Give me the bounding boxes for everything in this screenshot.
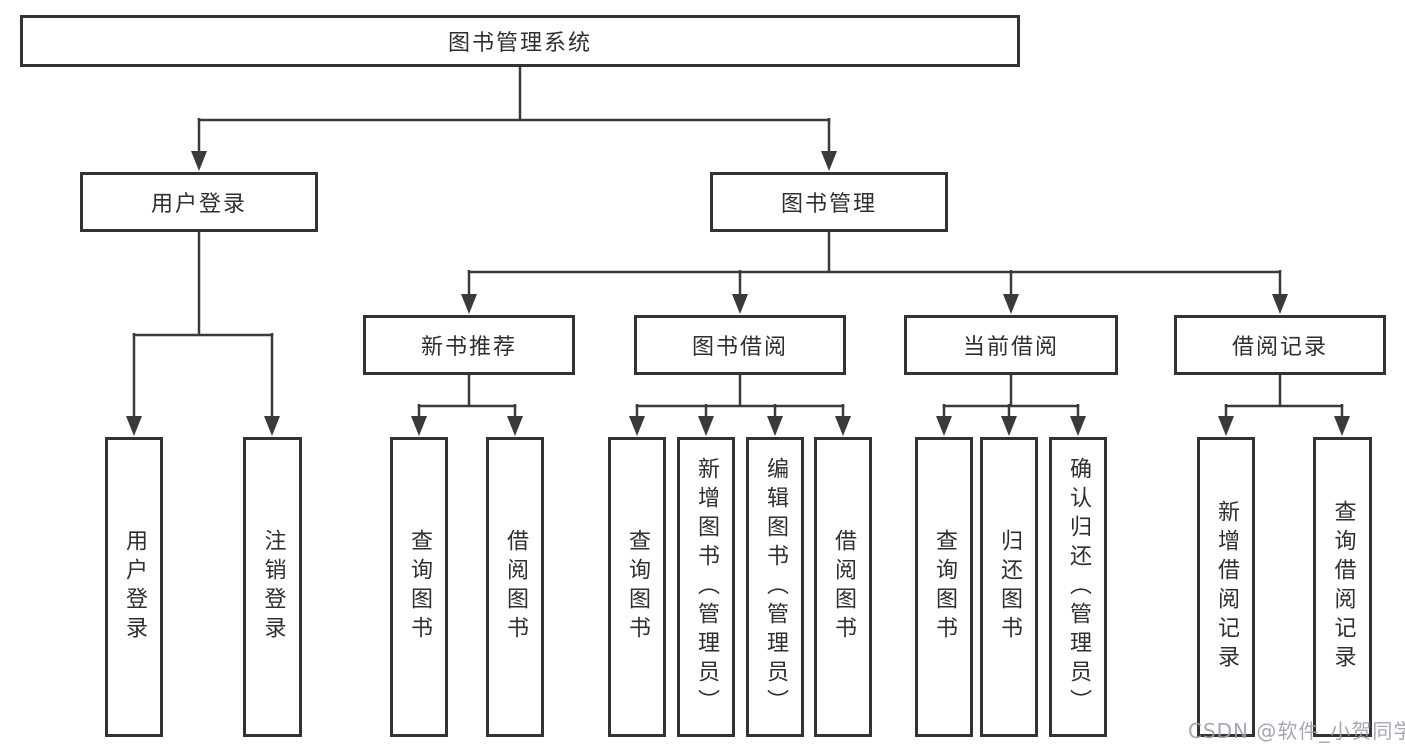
node-label: 新增图书（管理员） [694,456,719,718]
node-label: 查询借阅记录 [1330,500,1356,674]
leaf-user-login: 用户登录 [105,437,163,737]
node-label: 当前借阅 [962,335,1059,360]
leaf-return-book: 归还图书 [980,437,1038,737]
leaf-borrow-books-recommend: 借阅图书 [486,437,544,737]
node-new-book-recommend: 新书推荐 [363,315,575,375]
leaf-query-books-borrow: 查询图书 [608,437,666,737]
node-label: 用户登录 [122,529,147,645]
node-label: 注销登录 [260,529,286,645]
connector-user-login-to-leaves [126,232,280,436]
leaf-query-books-current: 查询图书 [915,437,973,737]
node-label: 查询图书 [407,529,432,645]
node-label: 借阅记录 [1231,335,1328,360]
node-label: 图书借阅 [691,335,788,360]
leaf-add-borrow-record: 新增借阅记录 [1197,437,1255,737]
node-current-borrow: 当前借阅 [904,315,1118,375]
node-label: 查询图书 [932,529,957,645]
connector-book-management-to-level3 [461,232,1288,314]
node-label: 编辑图书（管理员） [763,456,788,718]
node-borrow-records: 借阅记录 [1174,315,1386,375]
leaf-query-borrow-record: 查询借阅记录 [1313,437,1372,737]
node-label: 图书管理系统 [447,31,592,56]
connector-current-borrow-to-leaves [936,375,1086,436]
node-book-management: 图书管理 [710,172,948,232]
leaf-confirm-return-admin: 确认归还（管理员） [1049,437,1107,737]
node-user-login: 用户登录 [80,172,318,232]
node-label: 新增借阅记录 [1214,500,1239,674]
node-label: 查询图书 [625,529,650,645]
node-label: 归还图书 [997,529,1022,645]
connector-new-book-recommend-to-leaves [411,375,523,436]
node-label: 新书推荐 [420,335,517,360]
connector-borrow-records-to-leaves [1218,375,1350,436]
node-label: 确认归还（管理员） [1066,456,1091,718]
leaf-edit-book-admin: 编辑图书（管理员） [746,437,804,737]
node-label: 借阅图书 [831,529,856,645]
node-label: 借阅图书 [503,529,528,645]
node-label: 图书管理 [780,192,877,217]
connector-root-to-level2 [191,67,837,171]
leaf-borrow-books: 借阅图书 [814,437,872,737]
node-library-management-system: 图书管理系统 [20,15,1020,67]
leaf-query-books-recommend: 查询图书 [390,437,448,737]
leaf-add-book-admin: 新增图书（管理员） [677,437,735,737]
node-book-borrow: 图书借阅 [634,315,846,375]
csdn-watermark: CSDN @软件_小贺同学 [1188,719,1405,743]
connector-book-borrow-to-leaves [629,375,851,436]
node-label: 用户登录 [150,192,247,217]
leaf-logout: 注销登录 [243,437,302,737]
